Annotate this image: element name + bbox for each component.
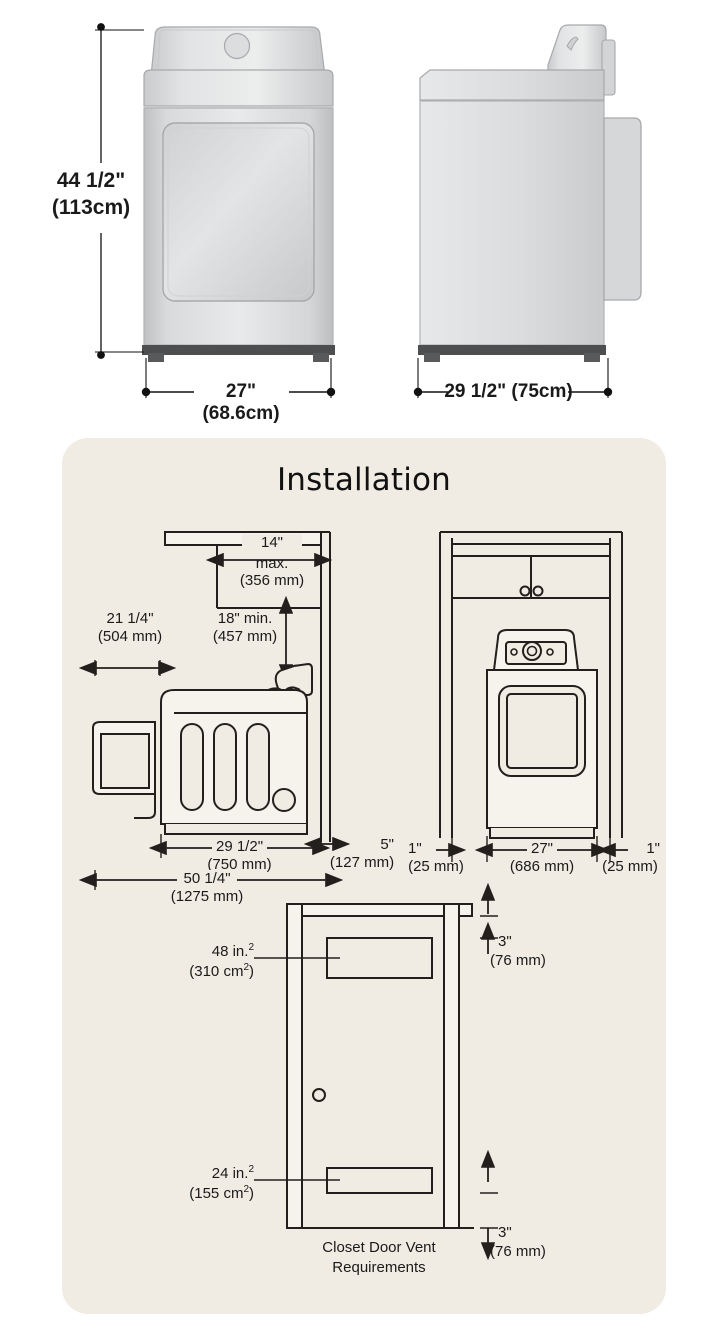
- unit-depth-label: 29 1/2" (750 mm): [207, 838, 272, 873]
- dryer-front-illustration: [142, 26, 335, 362]
- front-clearance-diagram: [436, 531, 628, 862]
- bottom-vent-area-label: 24 in.2 (155 cm2): [189, 1164, 254, 1202]
- exhaust-max-label: max. (356 mm): [239, 555, 305, 590]
- exhaust-min-height-label: 18" min. (457 mm): [212, 610, 278, 645]
- side-clearance-diagram: [78, 531, 351, 890]
- door-swing-label: 21 1/4" (504 mm): [97, 610, 163, 645]
- dryer-side-illustration: [418, 24, 642, 362]
- front-width-dimension-line: [141, 358, 336, 398]
- side-depth-dimension-label: 29 1/2" (75cm): [444, 381, 573, 402]
- top-vent-area-label: 48 in.2 (310 cm2): [189, 942, 254, 980]
- total-depth-label: 50 1/4" (1275 mm): [170, 870, 244, 905]
- left-clearance-label: 1" (25 mm): [408, 840, 464, 875]
- installation-drawings: [78, 531, 628, 1261]
- right-clearance-label: 1" (25 mm): [602, 840, 660, 875]
- product-dimension-drawings: [95, 23, 642, 398]
- top-offset-label: 3" (76 mm): [490, 933, 546, 969]
- rear-clearance-label: 5" (127 mm): [329, 836, 395, 871]
- unit-width-label: 27" (686 mm): [509, 840, 575, 875]
- installation-panel: Installation: [62, 438, 666, 1314]
- front-width-dimension-label: 27" (68.6cm): [202, 381, 280, 424]
- closet-door-vent-diagram: [254, 882, 498, 1261]
- height-dimension-line: [95, 23, 144, 359]
- exhaust-max-value: 14": [242, 534, 302, 551]
- closet-door-vent-caption: Closet Door Vent Requirements: [322, 1239, 436, 1277]
- bottom-offset-label: 3" (76 mm): [490, 1224, 546, 1260]
- product-dimensions-section: 44 1/2" (113cm) 27" (68.6cm) 29 1/2" (75…: [0, 0, 728, 430]
- side-depth-dimension-line: [413, 358, 613, 398]
- installation-title: Installation: [276, 462, 452, 498]
- height-dimension-label: 44 1/2" (113cm): [51, 169, 131, 219]
